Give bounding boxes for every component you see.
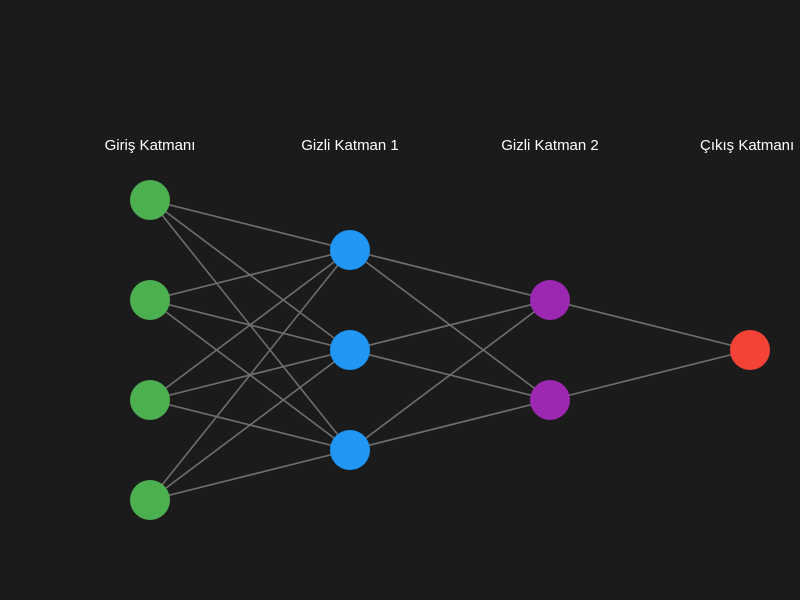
neuron-hidden-1-2 (330, 330, 370, 370)
neuron-hidden-2-1 (530, 280, 570, 320)
connection-hidden-1-2-to-hidden-2-1 (349, 299, 551, 351)
connection-input-1-to-hidden-1-1 (149, 199, 351, 251)
connection-input-3-to-hidden-1-1 (149, 249, 351, 401)
neuron-input-2 (130, 280, 170, 320)
layer-title-hidden-2: Gizli Katman 2 (501, 137, 599, 154)
neuron-hidden-2-2 (530, 380, 570, 420)
connection-hidden-2-1-to-output-1 (549, 299, 751, 351)
layer-titles: Giriş Katmanı Gizli Katman 1 Gizli Katma… (105, 137, 795, 154)
neuron-input-1 (130, 180, 170, 220)
connection-input-4-to-hidden-1-2 (149, 349, 351, 501)
neuron-input-4 (130, 480, 170, 520)
neuron-input-3 (130, 380, 170, 420)
connection-input-4-to-hidden-1-1 (149, 249, 351, 501)
neurons (130, 180, 770, 520)
connection-hidden-2-2-to-output-1 (549, 349, 751, 401)
connection-input-2-to-hidden-1-1 (149, 249, 351, 301)
connections (149, 199, 751, 501)
connection-hidden-1-3-to-hidden-2-1 (349, 299, 551, 451)
connection-input-4-to-hidden-1-3 (149, 449, 351, 501)
layer-title-input: Giriş Katmanı (105, 137, 196, 154)
connection-hidden-1-1-to-hidden-2-1 (349, 249, 551, 301)
neuron-hidden-1-1 (330, 230, 370, 270)
connection-hidden-1-3-to-hidden-2-2 (349, 399, 551, 451)
neuron-hidden-1-3 (330, 430, 370, 470)
neuron-output-1 (730, 330, 770, 370)
layer-title-hidden-1: Gizli Katman 1 (301, 137, 399, 154)
layer-title-output: Çıkış Katmanı (700, 137, 794, 154)
